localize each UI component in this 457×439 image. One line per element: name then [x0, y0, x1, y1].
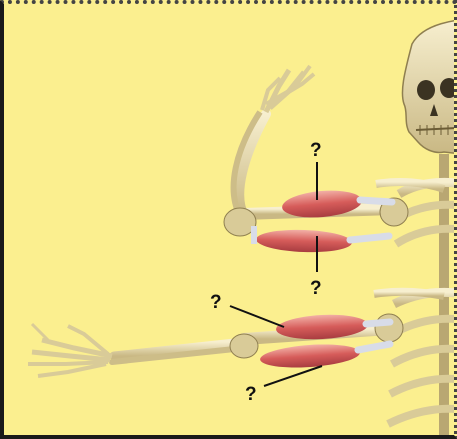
upper-hand [262, 66, 314, 112]
leader-line-lower-flexor [230, 306, 284, 327]
label-lower-flexor: ? [210, 292, 222, 313]
lower-hand [28, 324, 112, 376]
lower-arm-extended [28, 313, 403, 376]
label-upper-flexor: ? [310, 140, 322, 161]
skeleton-muscle-illustration: ? ? ? ? [4, 4, 457, 439]
rib-cage [374, 154, 457, 439]
skull [402, 20, 457, 154]
upper-triceps-muscle [256, 228, 353, 253]
lower-triceps-muscle [259, 342, 360, 371]
leader-line-lower-extensor [264, 366, 322, 386]
label-upper-extensor: ? [310, 278, 322, 299]
label-lower-extensor: ? [245, 384, 257, 405]
